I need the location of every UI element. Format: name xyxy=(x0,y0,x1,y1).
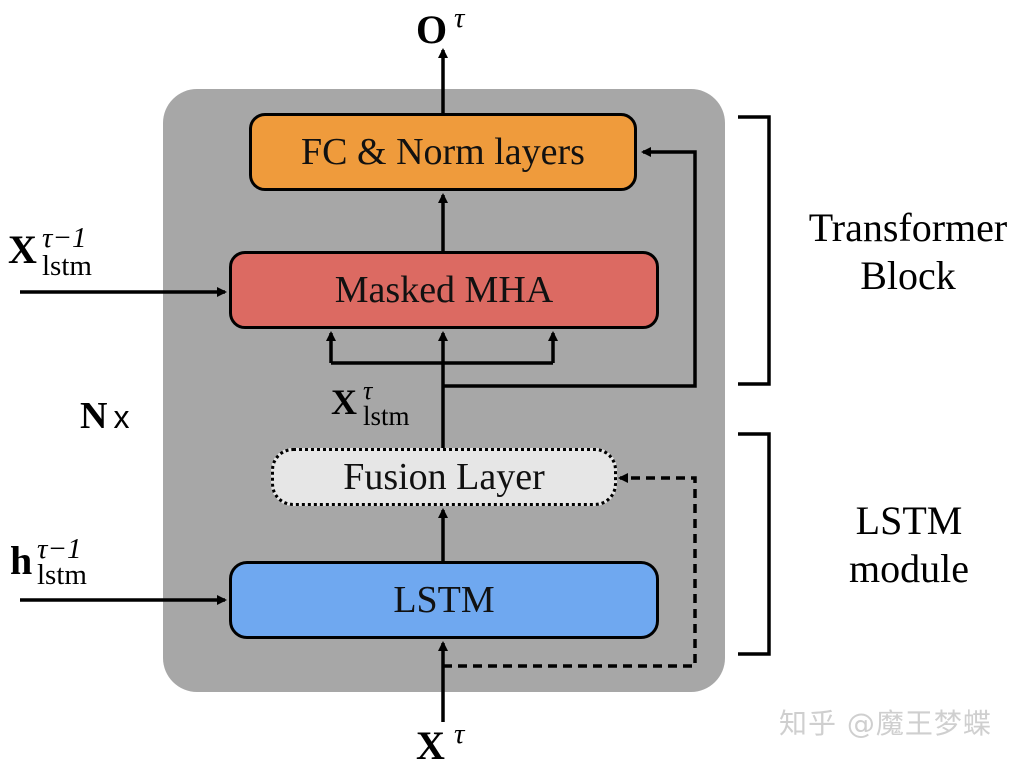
prev-h-subscript: lstm xyxy=(37,559,87,591)
prev-x-symbol: X xyxy=(8,227,37,272)
transformer-block-label: Transformer Block xyxy=(798,204,1018,300)
prev-x-superscript: τ−1 xyxy=(42,222,87,254)
prev-h-superscript: τ−1 xyxy=(37,533,82,565)
lstm-module-label-line1: LSTM xyxy=(855,498,963,543)
lstm-block: LSTM xyxy=(229,561,659,639)
prev-x-subscript: lstm xyxy=(42,250,92,282)
input-symbol: X xyxy=(416,723,445,768)
transformer-block-label-line2: Block xyxy=(860,253,956,298)
masked-mha-block: Masked MHA xyxy=(229,251,659,329)
current-x-symbol: X xyxy=(331,382,357,422)
lstm-module-bracket xyxy=(738,432,771,656)
watermark-text: 知乎 @魔王梦蝶 xyxy=(779,707,992,740)
current-x-superscript: τ xyxy=(363,376,373,405)
fc-norm-layers-label: FC & Norm layers xyxy=(301,131,585,173)
current-x-subscript: lstm xyxy=(363,401,410,431)
input-superscript: τ xyxy=(454,718,465,750)
repeat-times: x xyxy=(113,399,130,435)
transformer-block-label-line1: Transformer xyxy=(808,205,1008,250)
output-symbol: O xyxy=(416,7,448,52)
fc-norm-layers-block: FC & Norm layers xyxy=(249,113,637,191)
masked-mha-label: Masked MHA xyxy=(334,269,554,311)
lstm-label: LSTM xyxy=(393,579,495,621)
repeat-symbol: N xyxy=(80,395,108,437)
input-skip-dashed xyxy=(443,473,697,668)
residual-connection xyxy=(443,147,697,388)
transformer-bracket xyxy=(738,115,771,386)
fusion-layer-label: Fusion Layer xyxy=(343,456,545,498)
lstm-module-label: LSTM module xyxy=(806,497,1012,593)
fusion-layer-block: Fusion Layer xyxy=(271,448,617,506)
prev-h-symbol: h xyxy=(10,538,33,583)
output-superscript: τ xyxy=(454,2,465,34)
lstm-module-label-line2: module xyxy=(849,546,969,591)
